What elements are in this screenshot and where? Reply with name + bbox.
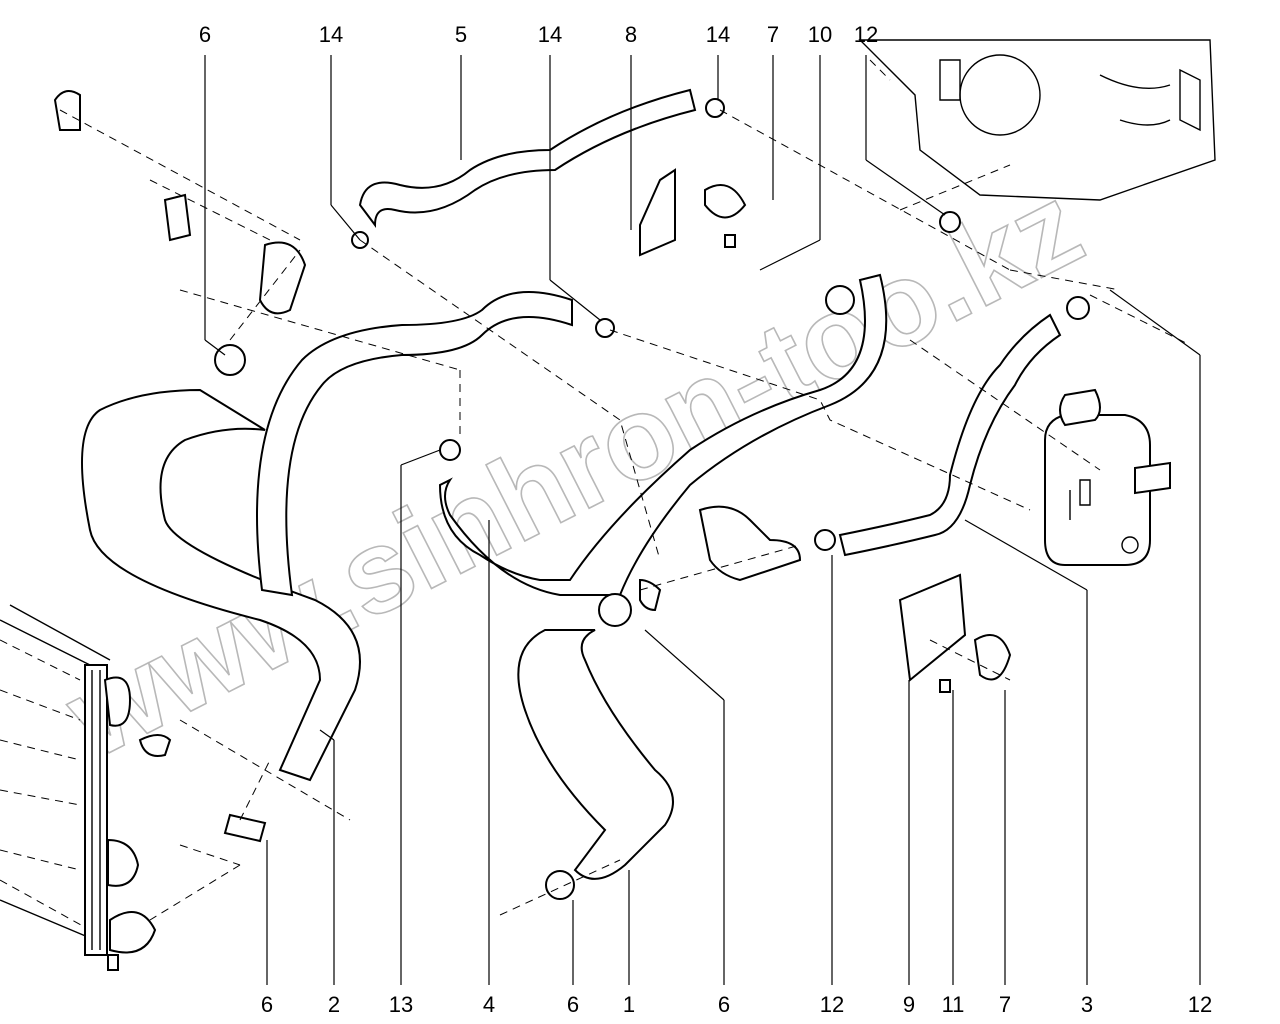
callout-3: 3 bbox=[1081, 992, 1093, 1017]
hose-3 bbox=[838, 313, 1062, 557]
callout-2: 2 bbox=[328, 992, 340, 1017]
hose-1 bbox=[517, 629, 674, 880]
hose-2 bbox=[81, 388, 361, 782]
thermostat-housing bbox=[639, 505, 802, 612]
callout-7-bottom: 7 bbox=[999, 992, 1011, 1017]
expansion-tank bbox=[1044, 388, 1171, 566]
radiator bbox=[0, 604, 172, 971]
callout-7-top: 7 bbox=[767, 22, 779, 47]
callout-8: 8 bbox=[625, 22, 637, 47]
leader-lines-bottom bbox=[266, 289, 1201, 985]
callout-6-b: 6 bbox=[567, 992, 579, 1017]
hose-branch bbox=[256, 291, 573, 597]
callout-14-c: 14 bbox=[706, 22, 730, 47]
callout-6-a: 6 bbox=[261, 992, 273, 1017]
bottom-labels: 6 2 13 4 6 1 6 12 9 11 7 3 12 bbox=[261, 992, 1212, 1017]
callout-9: 9 bbox=[903, 992, 915, 1017]
callout-12-a: 12 bbox=[820, 992, 844, 1017]
hose-stub bbox=[258, 241, 307, 315]
sleeve bbox=[223, 813, 267, 843]
callout-6-top: 6 bbox=[199, 22, 211, 47]
callout-1: 1 bbox=[623, 992, 635, 1017]
callout-13: 13 bbox=[389, 992, 413, 1017]
callout-5: 5 bbox=[455, 22, 467, 47]
callout-14-b: 14 bbox=[538, 22, 562, 47]
top-labels: 6 14 5 14 8 14 7 10 12 bbox=[199, 22, 878, 47]
leader-lines bbox=[204, 55, 946, 356]
pipe-fitting bbox=[53, 90, 81, 131]
engine-block bbox=[858, 39, 1216, 211]
guide-lines bbox=[59, 109, 1191, 921]
connector bbox=[163, 193, 192, 242]
callout-12-b: 12 bbox=[1188, 992, 1212, 1017]
hose-5 bbox=[358, 88, 697, 228]
callout-6-c: 6 bbox=[718, 992, 730, 1017]
bracket-8 bbox=[639, 168, 747, 257]
callout-14-a: 14 bbox=[319, 22, 343, 47]
callout-11: 11 bbox=[942, 992, 965, 1017]
bracket-9 bbox=[898, 573, 1012, 693]
callout-10: 10 bbox=[808, 22, 832, 47]
callout-4: 4 bbox=[483, 992, 495, 1017]
callout-12-top: 12 bbox=[854, 22, 878, 47]
hose-4 bbox=[438, 273, 888, 596]
